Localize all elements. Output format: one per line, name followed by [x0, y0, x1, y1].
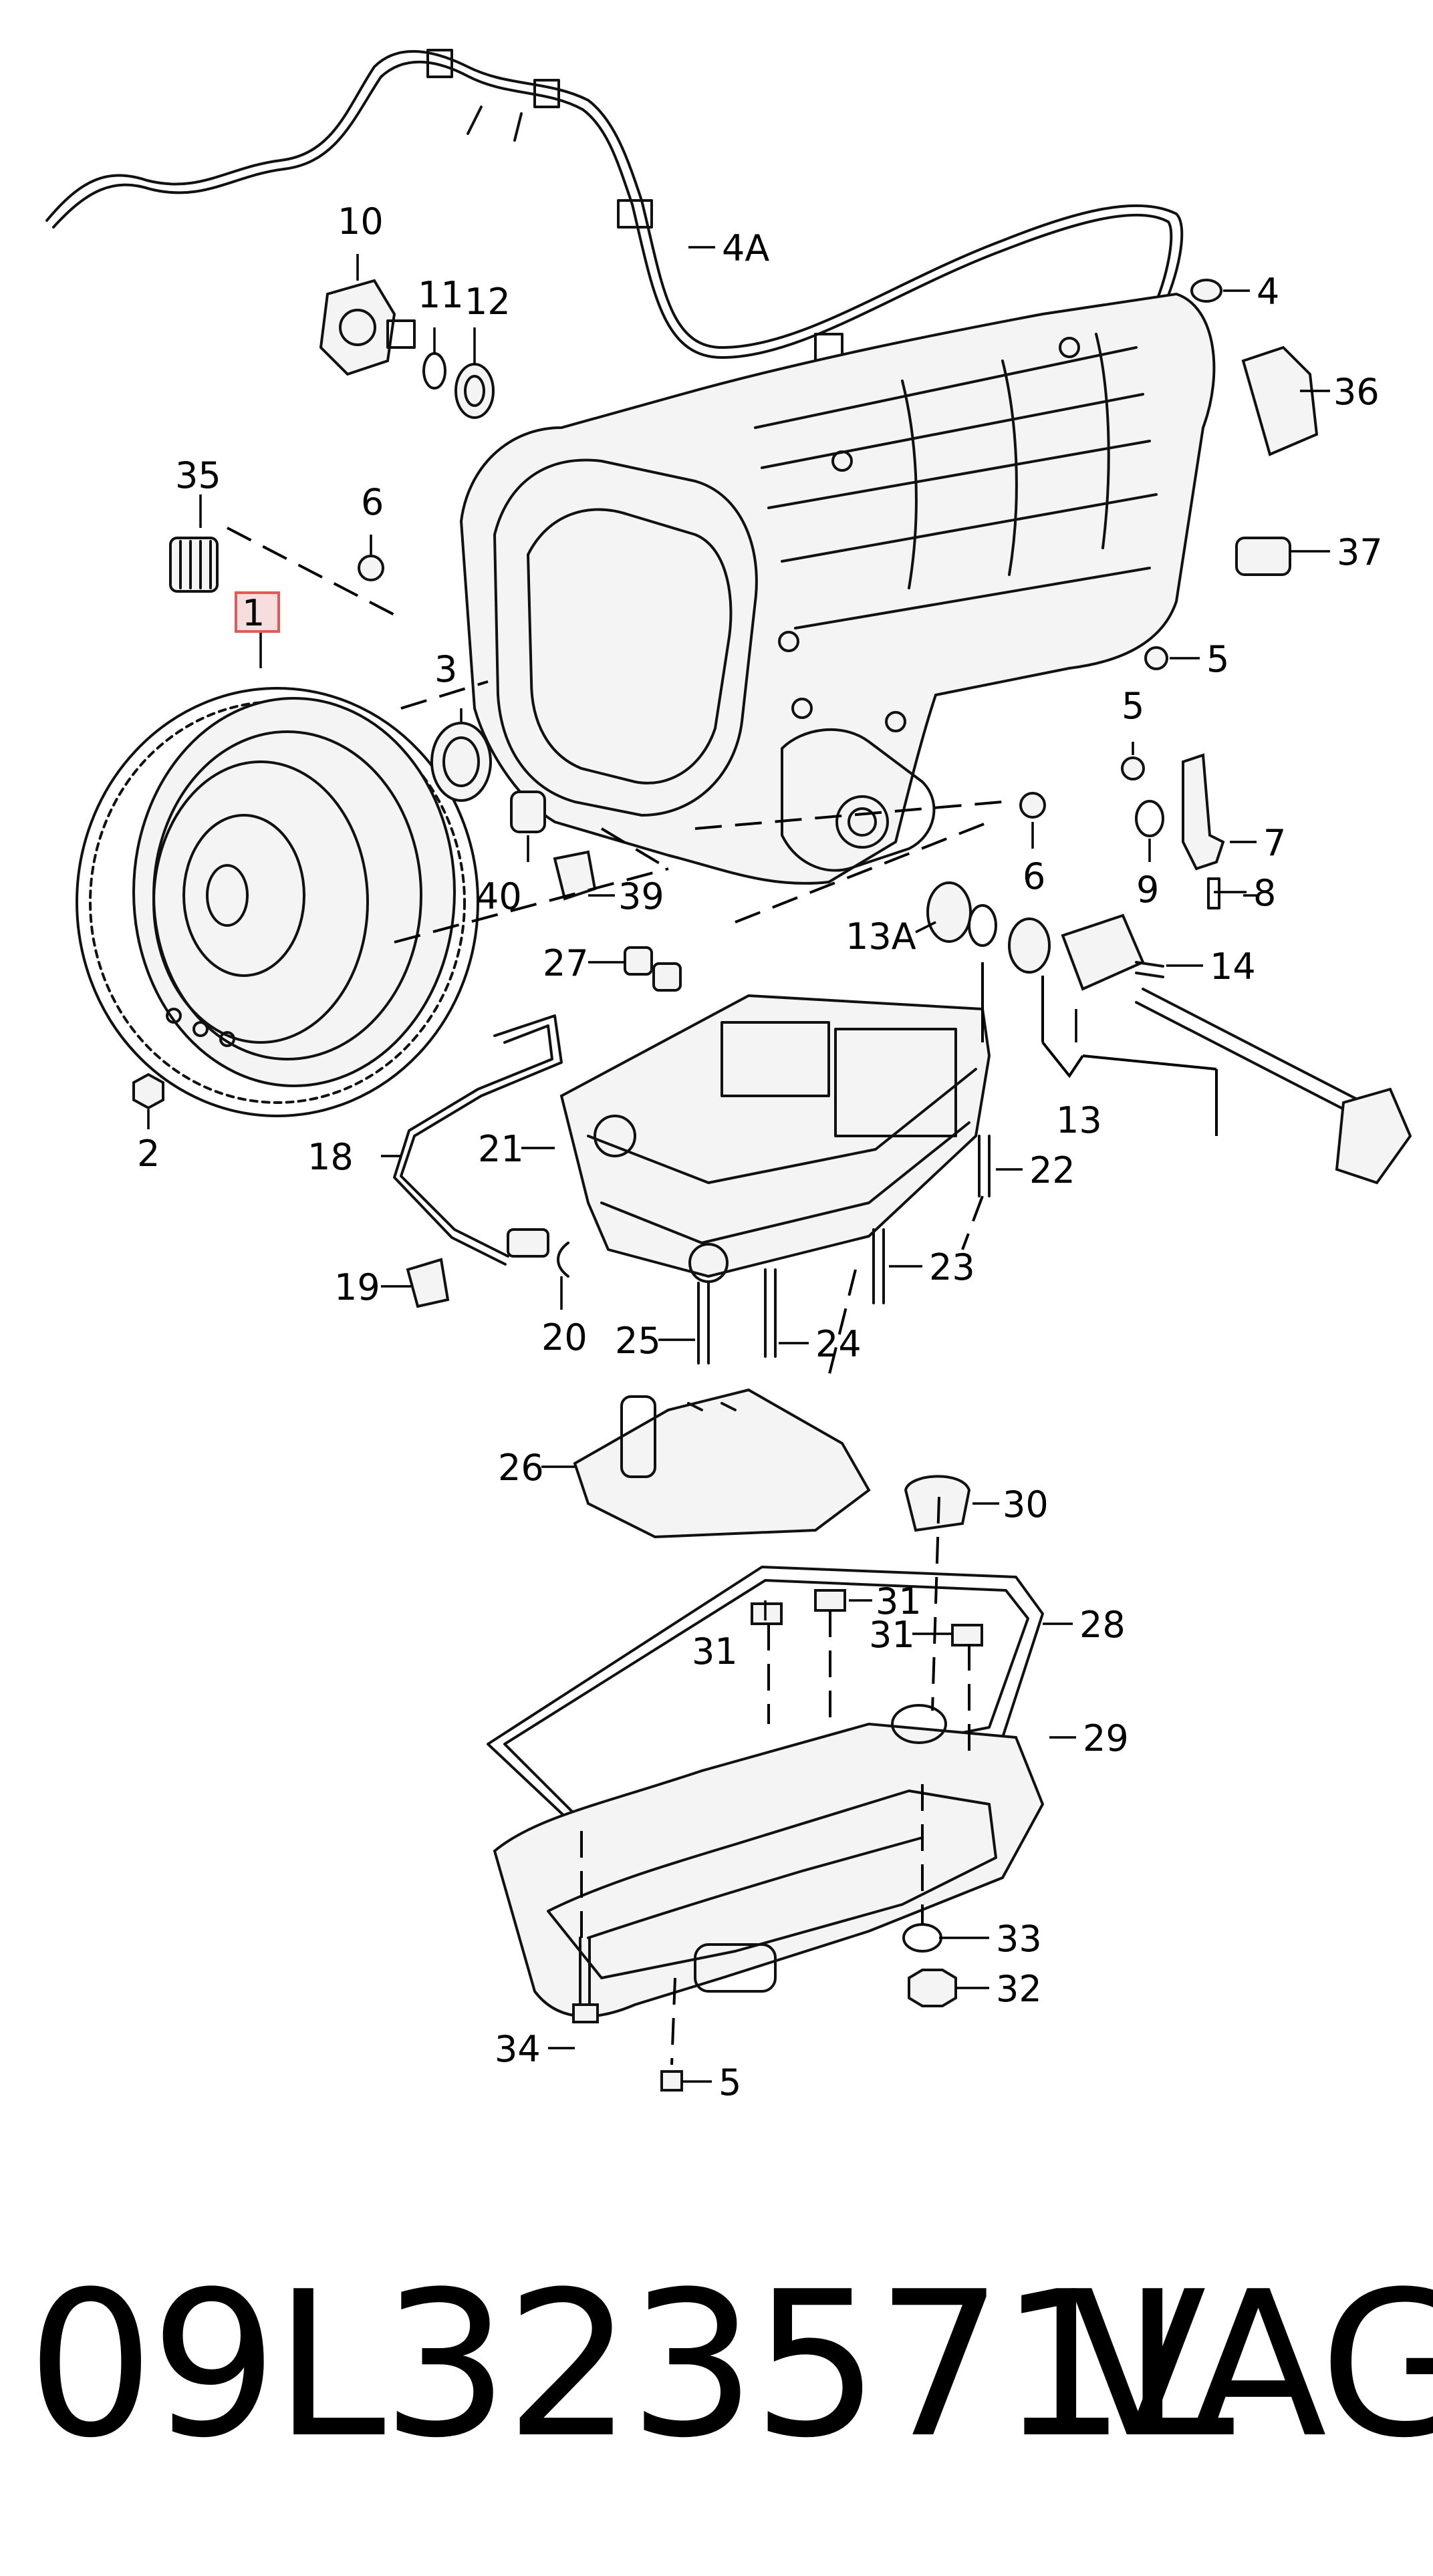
brand-name: VAG: [1069, 2249, 1433, 2482]
callout-10: 10: [338, 200, 384, 243]
part-number: 09L323571L: [27, 2249, 1234, 2482]
wiring-harness: [45, 49, 1184, 376]
callout-24: 24: [815, 1323, 862, 1365]
callout-13: 13: [1056, 1099, 1102, 1141]
callout-11: 11: [418, 274, 464, 316]
callout-9: 9: [1136, 869, 1159, 911]
callout-30: 30: [1003, 1483, 1049, 1526]
callout-3: 3: [434, 648, 457, 690]
callout-37: 37: [1337, 531, 1383, 573]
callout-21: 21: [478, 1128, 524, 1170]
highlight-box: [235, 591, 280, 633]
callout-32: 32: [996, 1968, 1042, 2010]
callout-1: 1: [242, 592, 265, 634]
callout-18: 18: [307, 1136, 354, 1178]
callout-27: 27: [543, 942, 589, 984]
callout-26: 26: [498, 1447, 544, 1489]
callout-29: 29: [1083, 1717, 1129, 1759]
callout-13a: 13A: [845, 915, 916, 958]
exploded-parts-diagram: 1 2 3 4 4A 5 5 5 6 6 7 8 9 10 11 12 13 1…: [45, 49, 1412, 2104]
callout-5c: 5: [719, 2061, 741, 2104]
assembly-lines: [227, 527, 1218, 2065]
callout-14: 14: [1210, 946, 1256, 988]
callout-19: 19: [334, 1266, 380, 1308]
callout-34: 34: [495, 2028, 541, 2070]
callout-36: 36: [1333, 371, 1380, 413]
callout-4: 4: [1257, 271, 1279, 313]
callout-31b: 31: [869, 1614, 915, 1656]
callout-5b: 5: [1122, 685, 1144, 727]
callout-25: 25: [615, 1320, 661, 1362]
callout-2: 2: [137, 1133, 160, 1175]
callout-40: 40: [476, 875, 522, 917]
oil-filter: [573, 1388, 871, 1539]
callout-31a: 31: [876, 1580, 922, 1622]
callout-4a: 4A: [722, 227, 769, 269]
callout-20: 20: [541, 1316, 588, 1358]
callout-6a: 6: [361, 481, 384, 523]
small-components: [132, 279, 1412, 1185]
plug-30: [904, 1475, 971, 1532]
leader-lines: [147, 246, 1330, 2083]
callout-28: 28: [1079, 1604, 1126, 1646]
callout-39: 39: [618, 875, 664, 917]
callout-23: 23: [929, 1246, 975, 1288]
callout-22: 22: [1029, 1149, 1075, 1191]
callout-33: 33: [996, 1918, 1042, 1960]
callout-12: 12: [465, 281, 511, 323]
callout-labels: 1 2 3 4 4A 5 5 5 6 6 7 8 9 10 11 12 13 1…: [137, 200, 1383, 2104]
caption: 09L323571L VAG: [0, 2232, 1433, 2499]
callout-35: 35: [175, 454, 221, 496]
torque-converter: [76, 687, 479, 1117]
callout-5a: 5: [1206, 638, 1229, 680]
oil-pan: [493, 1704, 1045, 2018]
callout-6b: 6: [1023, 855, 1045, 897]
callout-8: 8: [1253, 872, 1276, 914]
callout-7: 7: [1263, 822, 1286, 864]
valve-body: [393, 946, 991, 1365]
callout-31c: 31: [692, 1630, 738, 1673]
transmission-housing: [459, 292, 1216, 885]
